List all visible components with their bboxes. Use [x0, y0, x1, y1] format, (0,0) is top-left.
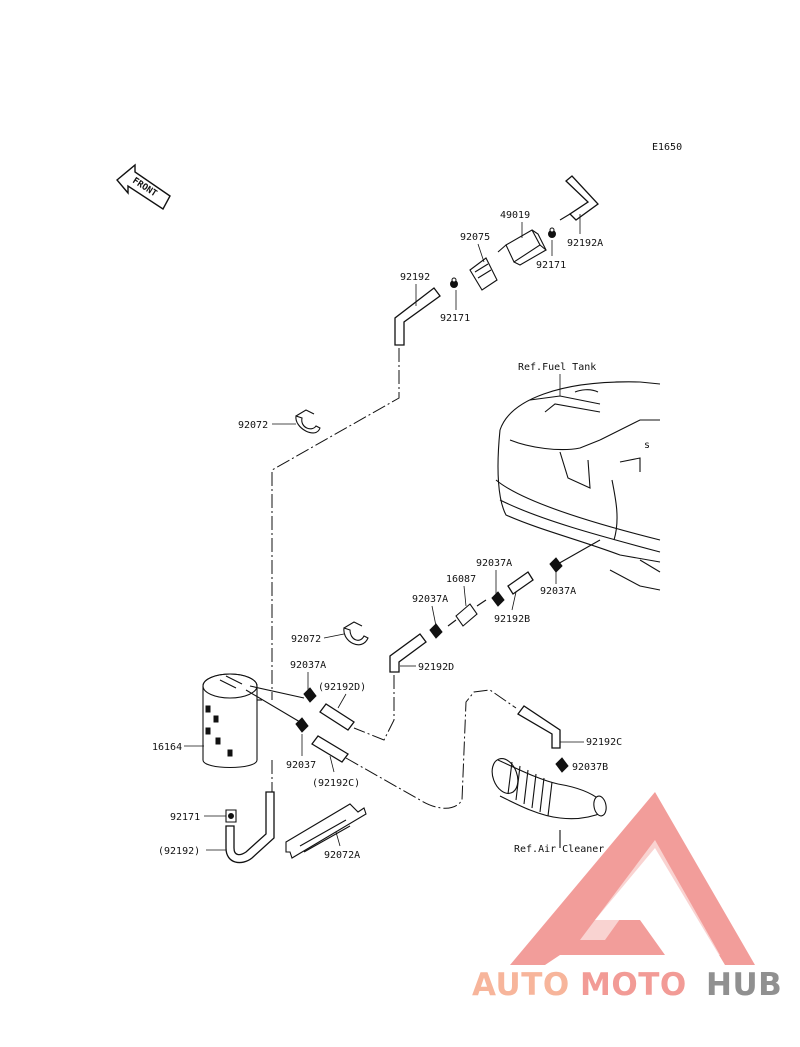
- label-92037A-c: 92037A: [540, 586, 576, 597]
- clamp-92171-top: [548, 227, 556, 238]
- clamp-92037A-b: [491, 591, 505, 607]
- label-92192: 92192: [400, 272, 430, 283]
- clamp-92037B: [555, 757, 569, 773]
- automotohub-watermark: AUTO MOTO HUB: [472, 792, 782, 1003]
- label-92037A-d: 92037A: [290, 660, 326, 671]
- label-92192C: 92192C: [586, 737, 622, 748]
- fuel-filter-49019: [497, 229, 547, 266]
- clamp-92072-mid: [343, 621, 369, 646]
- label-92192C-paren: (92192C): [312, 778, 360, 789]
- label-92192A: 92192A: [567, 238, 603, 249]
- label-92075: 92075: [460, 232, 490, 243]
- hose-92192A: [559, 175, 599, 221]
- label-92171-low: 92171: [170, 812, 200, 823]
- label-92037A-a: 92037A: [476, 558, 512, 569]
- clamp-92171-mid: [450, 277, 458, 288]
- label-92171-mid: 92171: [440, 313, 470, 324]
- label-92072-mid: 92072: [291, 634, 321, 645]
- label-ref-fuel-tank: Ref.Fuel Tank: [518, 362, 596, 373]
- label-49019: 49019: [500, 210, 530, 221]
- diagram-code: E1650: [652, 142, 682, 153]
- hose-92192C: [517, 705, 561, 749]
- watermark-hub: HUB: [706, 967, 782, 1003]
- fuel-tank-ref: s: [495, 381, 661, 591]
- cap-92075: [469, 257, 498, 291]
- hose-92192-paren: [225, 791, 275, 864]
- label-16164: 16164: [152, 742, 182, 753]
- clamp-92037: [295, 717, 309, 733]
- label-92192D-paren: (92192D): [318, 682, 366, 693]
- canister-16164: [202, 673, 262, 768]
- label-92192D: 92192D: [418, 662, 454, 673]
- air-cleaner-duct-ref: [491, 758, 607, 848]
- front-arrow-icon: FRONT: [116, 163, 171, 211]
- svg-text:s: s: [644, 440, 650, 451]
- bracket-92072A: [285, 803, 367, 859]
- label-16087: 16087: [446, 574, 476, 585]
- label-92072-top: 92072: [238, 420, 268, 431]
- watermark-auto: AUTO: [472, 967, 570, 1003]
- clamp-92037A-d: [303, 687, 317, 703]
- label-92171-top: 92171: [536, 260, 566, 271]
- clamp-92171-low: [225, 809, 237, 823]
- label-92072A: 92072A: [324, 850, 360, 861]
- valve-16087: [447, 599, 487, 627]
- label-92037A-b: 92037A: [412, 594, 448, 605]
- watermark-triangle-logo: [510, 792, 755, 965]
- label-92037: 92037: [286, 760, 316, 771]
- label-92192B: 92192B: [494, 614, 530, 625]
- hose-92192D: [389, 633, 427, 673]
- watermark-moto: MOTO: [580, 967, 687, 1003]
- hose-92192: [394, 287, 441, 346]
- label-ref-air-cleaner: Ref.Air Cleaner: [514, 844, 604, 855]
- hose-92192B: [507, 571, 534, 595]
- label-92192-paren: (92192): [158, 846, 200, 857]
- hose-92192C-paren: [311, 735, 349, 763]
- hose-92192D-paren: [319, 703, 355, 731]
- clamp-92037A-a: [429, 623, 443, 639]
- clamp-92072-top: [295, 409, 321, 434]
- label-92037B: 92037B: [572, 762, 608, 773]
